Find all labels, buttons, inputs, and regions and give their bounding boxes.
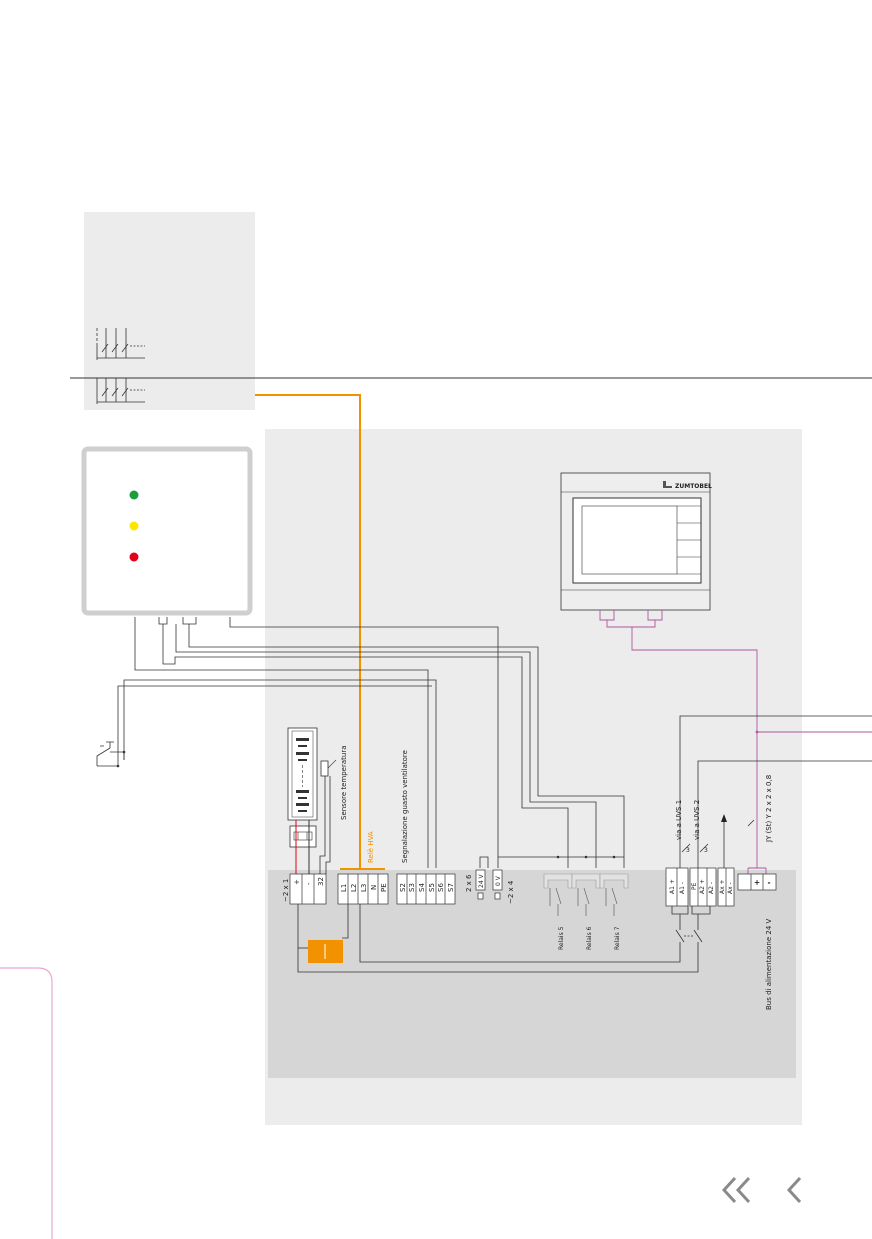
terminal-bus-minus: - [767, 878, 770, 887]
label-via-uvs1: via a UVS 1 [675, 800, 683, 840]
battery-wiring [295, 776, 331, 874]
first-page-button[interactable] [717, 1172, 757, 1208]
label-hva-relay: Relè HVA [367, 831, 375, 863]
terminal-block-hva [337, 873, 389, 905]
terminal-ax-minus: Ax - [727, 882, 734, 894]
zumtobel-logo-icon [663, 481, 672, 488]
label-wire-count-uvs1: 3 [686, 847, 690, 854]
terminal-24v: 24 V [478, 873, 485, 888]
terminal-s2: S2 [399, 883, 407, 892]
status-indicator-box [81, 446, 253, 616]
status-led-red-icon [129, 552, 139, 562]
terminal-block-uvs [665, 867, 735, 907]
label-temperature-sensor: Sensore temperatura [340, 745, 348, 820]
arrow-up-icon [721, 814, 727, 822]
margin-line [0, 967, 53, 1239]
terminal-x1-minus: - [305, 882, 313, 885]
terminal-a2-minus: A2 - [708, 882, 715, 894]
breaker-group-top [96, 328, 145, 360]
terminal-a1-minus: A1 - [679, 882, 686, 894]
label-x1: ~2 x 1 [282, 879, 290, 902]
label-bus-cable: JY (St) Y 2 x 2 x 0,8 [765, 775, 773, 843]
relay-contacts [543, 873, 629, 889]
status-led-green-icon [129, 490, 139, 500]
terminal-a2-plus: A2 + [699, 879, 706, 894]
terminal-ax-plus: Ax + [719, 879, 726, 894]
terminal-s7: S7 [447, 883, 455, 892]
chevron-double-left-icon [721, 1176, 751, 1204]
label-relay6: Relais 6 [586, 926, 593, 950]
terminal-s6: S6 [437, 883, 445, 892]
terminal-block-bus [737, 873, 777, 891]
relay-switches [549, 887, 618, 916]
lower-wiring [297, 904, 711, 973]
status-led-yellow-icon [129, 521, 139, 531]
chevron-left-icon [786, 1176, 802, 1204]
external-switch-icon [96, 741, 125, 767]
terminal-hva-pe: PE [380, 883, 388, 892]
label-x4: ~2 x 4 [507, 880, 515, 904]
label-bus-power: Bus di alimentazione 24 V [765, 918, 773, 1010]
terminal-0v: 0 V [495, 875, 502, 886]
bus-wiring [599, 610, 872, 880]
terminal-hva-l1: L1 [340, 884, 348, 892]
terminal-block-x1 [289, 873, 327, 905]
battery-fuse-unit [287, 727, 318, 848]
terminal-a1-plus: A1 + [669, 879, 676, 894]
signal-wiring [117, 617, 625, 868]
label-relay7: Relais 7 [614, 926, 621, 950]
distribution-panel [84, 212, 255, 410]
label-relay5: Relais 5 [558, 926, 565, 950]
brand-logo-text: ZUMTOBEL [675, 483, 712, 490]
terminal-pe: PE [691, 882, 698, 890]
terminal-x1-plus: + [293, 879, 301, 885]
terminal-bus-plus: + [754, 878, 760, 887]
label-x6: 2 x 6 [465, 874, 473, 892]
uvs-wiring [679, 715, 872, 868]
terminal-block-fan-fault [396, 873, 456, 905]
terminal-power [475, 869, 503, 900]
terminal-hva-l2: L2 [350, 884, 358, 892]
label-fan-fault: Segnalazione guasto ventilatore [401, 750, 409, 863]
hva-control-wire [255, 394, 361, 868]
terminal-hva-n: N [370, 885, 378, 890]
terminal-hva-l3: L3 [360, 884, 368, 892]
temperature-sensor-icon [320, 760, 329, 777]
terminal-x1-32: 32 [317, 877, 325, 886]
label-via-uvs2: via a UVS 2 [693, 800, 701, 840]
terminal-s4: S4 [418, 883, 426, 892]
terminal-s3: S3 [408, 883, 416, 892]
label-wire-count-uvs2: 3 [704, 847, 708, 854]
terminal-s5: S5 [428, 883, 436, 892]
breaker-group-bottom [96, 378, 145, 404]
previous-page-button[interactable] [778, 1172, 814, 1208]
control-panel-device [560, 472, 711, 611]
